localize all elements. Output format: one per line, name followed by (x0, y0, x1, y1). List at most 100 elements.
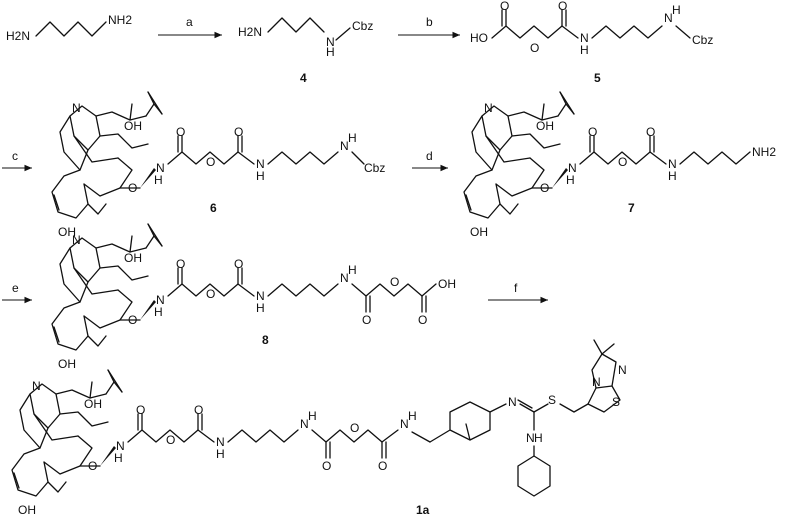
svg-text:O: O (362, 313, 371, 327)
svg-text:NH2: NH2 (752, 145, 776, 159)
svg-text:O: O (350, 421, 359, 435)
svg-text:N: N (526, 431, 535, 445)
reaction-arrow-b: b (398, 15, 460, 39)
svg-text:H: H (216, 447, 225, 461)
svg-text:S: S (548, 393, 556, 407)
svg-text:O: O (322, 459, 331, 473)
svg-text:OH: OH (470, 225, 488, 239)
svg-text:b: b (426, 15, 433, 29)
svg-text:H: H (668, 169, 677, 183)
svg-text:H: H (534, 431, 543, 445)
svg-text:O: O (234, 257, 243, 271)
svg-text:O: O (136, 403, 145, 417)
reaction-arrow-e: e (2, 281, 32, 304)
svg-text:O: O (128, 181, 137, 195)
compound-label-1a: 1a (416, 503, 430, 517)
compound-label-8: 8 (262, 333, 269, 347)
svg-text:e: e (12, 281, 19, 295)
compound-6: N OH O OH N H O O O N H N H Cbz 6 (51, 91, 385, 239)
svg-text:f: f (514, 281, 518, 295)
compound-4: H2N N H Cbz 4 (238, 17, 373, 85)
svg-text:Cbz: Cbz (352, 19, 373, 33)
svg-text:H: H (154, 173, 163, 187)
reaction-arrow-a: a (158, 15, 222, 39)
compound-8: N OH O OH N H O O O N H N H O O O OH 8 (51, 223, 456, 371)
svg-text:O: O (588, 125, 597, 139)
svg-text:N: N (32, 379, 41, 393)
svg-text:H: H (566, 173, 575, 187)
svg-text:H: H (348, 131, 357, 145)
svg-text:H: H (672, 3, 681, 17)
compound-5: HO O O O N H N H Cbz 5 (470, 0, 713, 85)
svg-text:O: O (378, 459, 387, 473)
svg-text:OH: OH (18, 503, 36, 517)
svg-text:OH: OH (536, 119, 554, 133)
svg-text:H: H (154, 305, 163, 319)
svg-text:N: N (568, 161, 577, 175)
compound-label-4: 4 (300, 71, 307, 85)
svg-text:O: O (618, 155, 627, 169)
svg-text:O: O (176, 125, 185, 139)
svg-text:H: H (114, 451, 123, 465)
svg-text:N: N (340, 271, 349, 285)
svg-text:H: H (256, 169, 265, 183)
svg-text:N: N (300, 417, 309, 431)
svg-text:N: N (116, 439, 125, 453)
svg-text:N: N (340, 139, 349, 153)
svg-text:O: O (540, 181, 549, 195)
svg-text:O: O (206, 287, 215, 301)
svg-text:N: N (256, 289, 265, 303)
reaction-arrow-f: f (488, 281, 548, 304)
svg-text:O: O (128, 313, 137, 327)
svg-text:N: N (326, 35, 335, 49)
svg-text:H: H (326, 45, 335, 59)
svg-text:O: O (88, 459, 97, 473)
svg-text:OH: OH (124, 119, 142, 133)
svg-text:c: c (12, 149, 18, 163)
svg-text:N: N (664, 11, 673, 25)
svg-text:N: N (580, 31, 589, 45)
svg-text:O: O (206, 155, 215, 169)
svg-text:OH: OH (58, 225, 76, 239)
reaction-arrow-c: c (2, 149, 32, 172)
svg-text:OH: OH (124, 251, 142, 265)
svg-text:Cbz: Cbz (692, 33, 713, 47)
svg-text:HO: HO (470, 31, 488, 45)
svg-text:N: N (156, 161, 165, 175)
svg-text:O: O (558, 0, 567, 13)
svg-text:OH: OH (438, 277, 456, 291)
svg-text:H: H (308, 409, 317, 423)
svg-text:N: N (72, 101, 81, 115)
svg-text:O: O (390, 275, 399, 289)
svg-text:H: H (580, 43, 589, 57)
svg-text:S: S (612, 395, 620, 409)
compound-label-6: 6 (210, 201, 217, 215)
svg-text:OH: OH (84, 397, 102, 411)
compound-label-5: 5 (594, 71, 601, 85)
compound-label-7: 7 (628, 201, 635, 215)
svg-text:N: N (72, 233, 81, 247)
compound-7: N OH O OH N H O O O N H NH2 7 (463, 91, 776, 239)
svg-text:N: N (484, 101, 493, 115)
svg-text:N: N (592, 375, 601, 389)
compound-1a: N OH O OH N H O O O N H N H O O O N H (11, 339, 627, 517)
svg-text:N: N (156, 293, 165, 307)
svg-text:O: O (176, 257, 185, 271)
svg-text:N: N (400, 417, 409, 431)
svg-text:OH: OH (58, 357, 76, 371)
svg-text:O: O (194, 403, 203, 417)
svg-text:N: N (216, 435, 225, 449)
svg-text:O: O (166, 433, 175, 447)
svg-text:N: N (668, 157, 677, 171)
svg-text:N: N (256, 157, 265, 171)
svg-text:H: H (348, 263, 357, 277)
svg-text:a: a (186, 15, 193, 29)
reaction-arrow-d: d (412, 149, 448, 172)
svg-text:O: O (234, 125, 243, 139)
svg-text:H: H (256, 301, 265, 315)
putrescine: H2N NH2 (6, 13, 132, 43)
svg-text:d: d (426, 149, 433, 163)
svg-text:Cbz: Cbz (364, 161, 385, 175)
svg-text:O: O (500, 0, 509, 13)
